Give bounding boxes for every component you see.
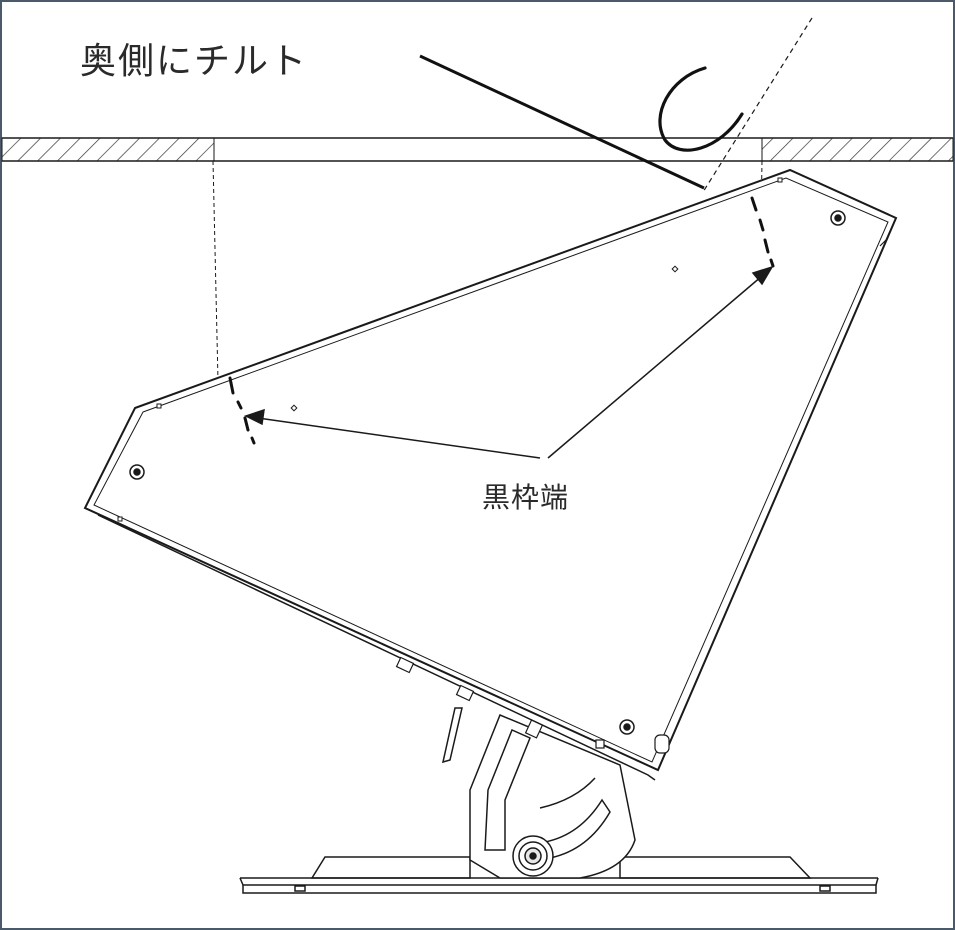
frame-edge-mark-right <box>750 196 775 268</box>
cable <box>441 707 463 764</box>
ceiling-wall <box>1 137 954 162</box>
monitor-panel <box>83 168 898 781</box>
arrowhead-right-icon <box>751 265 774 286</box>
stand-base <box>239 856 879 894</box>
frame-edge-mark-left <box>228 376 256 445</box>
arrowhead-left-icon <box>244 408 265 426</box>
stand-arm <box>469 714 636 879</box>
wall-hatch-right <box>761 137 954 162</box>
tilt-reference-dashed <box>702 17 813 193</box>
pivot-knob-icon <box>512 835 554 877</box>
rotation-arrow-icon <box>658 66 744 152</box>
leader-arrows <box>244 265 774 459</box>
frame-edge-label: 黒枠端 <box>482 481 570 514</box>
screw-icon <box>129 210 846 735</box>
monitor-inner-edge <box>93 177 889 763</box>
tilt-direction-label: 奥側にチルト <box>80 41 309 82</box>
monitor-outer-shell <box>83 168 898 772</box>
tilt-slot <box>544 798 611 859</box>
wall-hatch-left <box>1 137 215 162</box>
tilt-line <box>419 54 705 190</box>
